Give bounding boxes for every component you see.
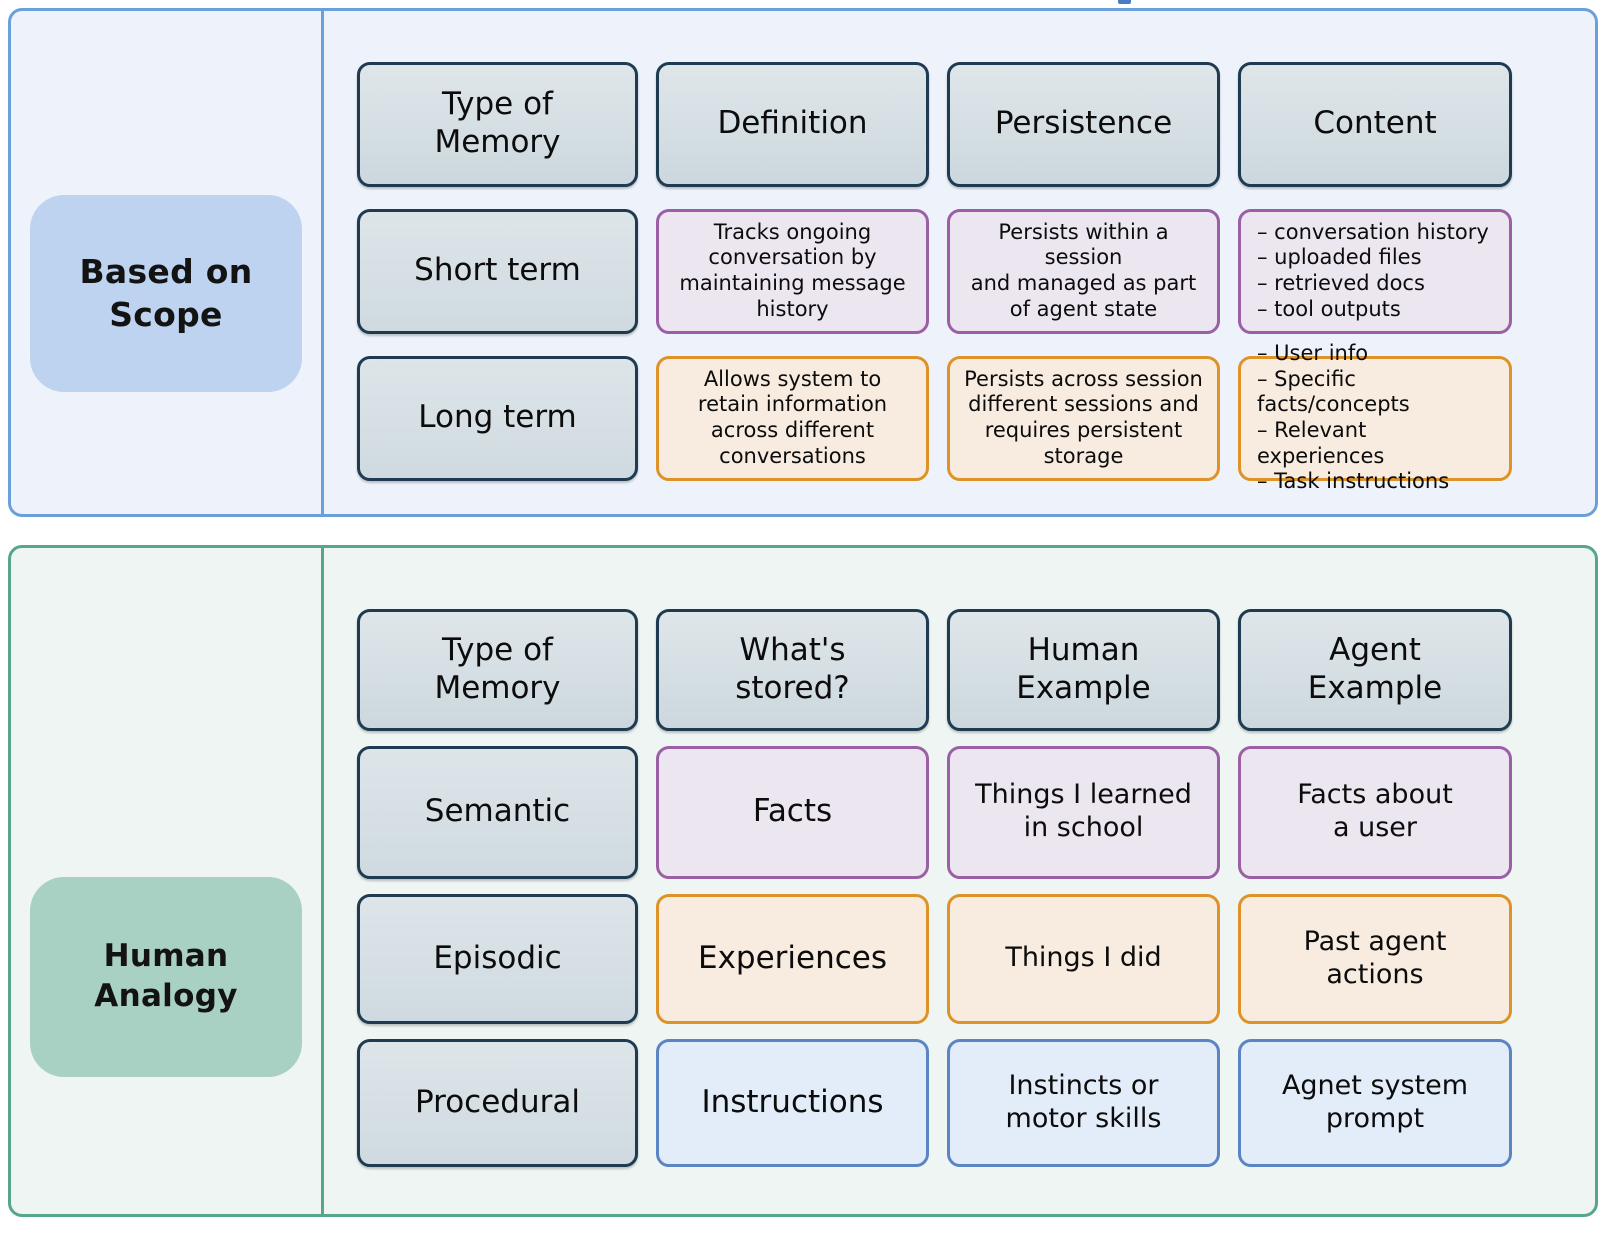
analogy-table-grid: Type of Memory What's stored? Human Exam… [324,596,1595,1167]
scope-header-definition: Definition [656,61,929,187]
scope-header-content: Content [1238,61,1512,187]
analogy-header-agent-example: Agent Example [1238,608,1512,731]
scope-table-grid: Type of Memory Definition Persistence Co… [324,45,1595,493]
scope-cell-short-term-definition: Tracks ongoing conversation by maintaini… [656,208,929,334]
analogy-header-human-example: Human Example [947,608,1220,731]
cropped-top-fragment [1118,0,1131,4]
analogy-cell-semantic-human-example: Things I learned in school [947,745,1220,879]
scope-cell-long-term-definition: Allows system to retain information acro… [656,355,929,481]
scope-header-persistence: Persistence [947,61,1220,187]
analogy-cell-episodic-agent-example: Past agent actions [1238,893,1512,1024]
scope-section-panel: Based on Scope Type of Memory Definition… [8,8,1598,517]
analogy-section-panel: Human Analogy Type of Memory What's stor… [8,545,1598,1217]
analogy-cell-procedural-stored: Instructions [656,1038,929,1167]
analogy-cell-procedural-human-example: Instincts or motor skills [947,1038,1220,1167]
analogy-cell-semantic-stored: Facts [656,745,929,879]
scope-cell-long-term-content: – User info – Specific facts/concepts – … [1238,341,1512,493]
scope-cell-short-term-persistence: Persists within a session and managed as… [947,208,1220,334]
scope-section-label: Based on Scope [30,195,302,392]
scope-label-column: Based on Scope [11,11,324,514]
analogy-table-area: Type of Memory What's stored? Human Exam… [324,548,1595,1214]
scope-table-area: Type of Memory Definition Persistence Co… [324,11,1595,514]
analogy-cell-episodic-human-example: Things I did [947,893,1220,1024]
analogy-section-label: Human Analogy [30,877,302,1077]
analogy-cell-procedural-agent-example: Agnet system prompt [1238,1038,1512,1167]
scope-row-label-short-term: Short term [357,208,638,334]
scope-header-type-of-memory: Type of Memory [357,61,638,187]
analogy-label-column: Human Analogy [11,548,324,1214]
analogy-row-label-episodic: Episodic [357,893,638,1024]
analogy-row-label-semantic: Semantic [357,745,638,879]
analogy-cell-episodic-stored: Experiences [656,893,929,1024]
scope-cell-long-term-persistence: Persists across session different sessio… [947,355,1220,481]
analogy-row-label-procedural: Procedural [357,1038,638,1167]
scope-cell-short-term-content: – conversation history – uploaded files … [1238,208,1512,334]
analogy-header-type-of-memory: Type of Memory [357,608,638,731]
scope-row-label-long-term: Long term [357,355,638,481]
analogy-header-whats-stored: What's stored? [656,608,929,731]
analogy-cell-semantic-agent-example: Facts about a user [1238,745,1512,879]
